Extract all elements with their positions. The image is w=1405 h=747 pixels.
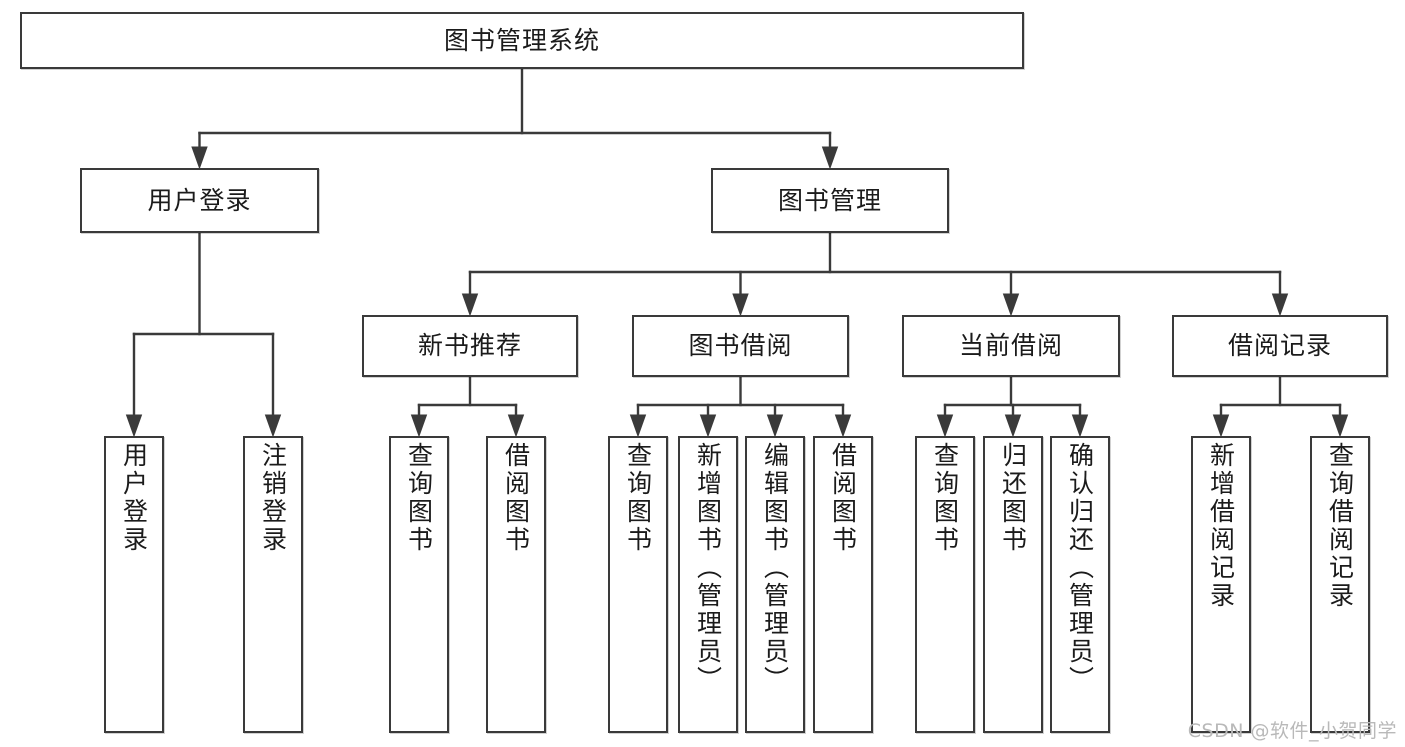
node-leaf-borrow-book-2[interactable]: 借阅图书 [813, 436, 873, 733]
node-leaf-confirm-return-label: 确认归还（管理员） [1065, 442, 1095, 694]
node-new-book-recommend-label: 新书推荐 [417, 331, 522, 361]
node-leaf-query-book-3-label: 查询图书 [930, 442, 960, 554]
node-current-borrow[interactable]: 当前借阅 [902, 315, 1120, 377]
watermark-text: CSDN @软件_小贺同学 [1187, 720, 1397, 742]
node-book-borrow[interactable]: 图书借阅 [632, 315, 849, 377]
node-book-manage-label: 图书管理 [777, 185, 882, 215]
node-leaf-query-book-3[interactable]: 查询图书 [915, 436, 975, 733]
node-leaf-query-book-1[interactable]: 查询图书 [389, 436, 449, 733]
node-book-borrow-label: 图书借阅 [688, 331, 793, 361]
node-leaf-query-record[interactable]: 查询借阅记录 [1310, 436, 1370, 733]
node-leaf-add-record-label: 新增借阅记录 [1206, 442, 1236, 610]
node-book-manage[interactable]: 图书管理 [711, 168, 949, 233]
node-leaf-borrow-book-2-label: 借阅图书 [828, 442, 858, 554]
node-user-login-label: 用户登录 [147, 185, 252, 215]
node-leaf-borrow-book-1[interactable]: 借阅图书 [486, 436, 546, 733]
node-leaf-query-book-2[interactable]: 查询图书 [608, 436, 668, 733]
node-leaf-query-record-label: 查询借阅记录 [1325, 442, 1355, 610]
node-borrow-record-label: 借阅记录 [1227, 331, 1332, 361]
node-user-login[interactable]: 用户登录 [80, 168, 319, 233]
node-leaf-return-book[interactable]: 归还图书 [983, 436, 1043, 733]
node-leaf-return-book-label: 归还图书 [998, 442, 1028, 554]
node-leaf-logout[interactable]: 注销登录 [243, 436, 303, 733]
node-leaf-user-login[interactable]: 用户登录 [104, 436, 164, 733]
node-current-borrow-label: 当前借阅 [958, 331, 1063, 361]
node-borrow-record[interactable]: 借阅记录 [1172, 315, 1388, 377]
node-leaf-edit-book-label: 编辑图书（管理员） [760, 442, 790, 694]
node-leaf-confirm-return[interactable]: 确认归还（管理员） [1050, 436, 1110, 733]
node-new-book-recommend[interactable]: 新书推荐 [362, 315, 578, 377]
node-leaf-borrow-book-1-label: 借阅图书 [501, 442, 531, 554]
node-leaf-add-book[interactable]: 新增图书（管理员） [678, 436, 738, 733]
node-root[interactable]: 图书管理系统 [20, 12, 1024, 69]
node-leaf-add-record[interactable]: 新增借阅记录 [1191, 436, 1251, 733]
node-leaf-user-login-label: 用户登录 [119, 442, 149, 554]
node-leaf-add-book-label: 新增图书（管理员） [693, 442, 723, 694]
node-leaf-logout-label: 注销登录 [258, 442, 288, 554]
node-root-label: 图书管理系统 [443, 25, 600, 55]
node-leaf-edit-book[interactable]: 编辑图书（管理员） [745, 436, 805, 733]
node-leaf-query-book-2-label: 查询图书 [623, 442, 653, 554]
node-leaf-query-book-1-label: 查询图书 [404, 442, 434, 554]
